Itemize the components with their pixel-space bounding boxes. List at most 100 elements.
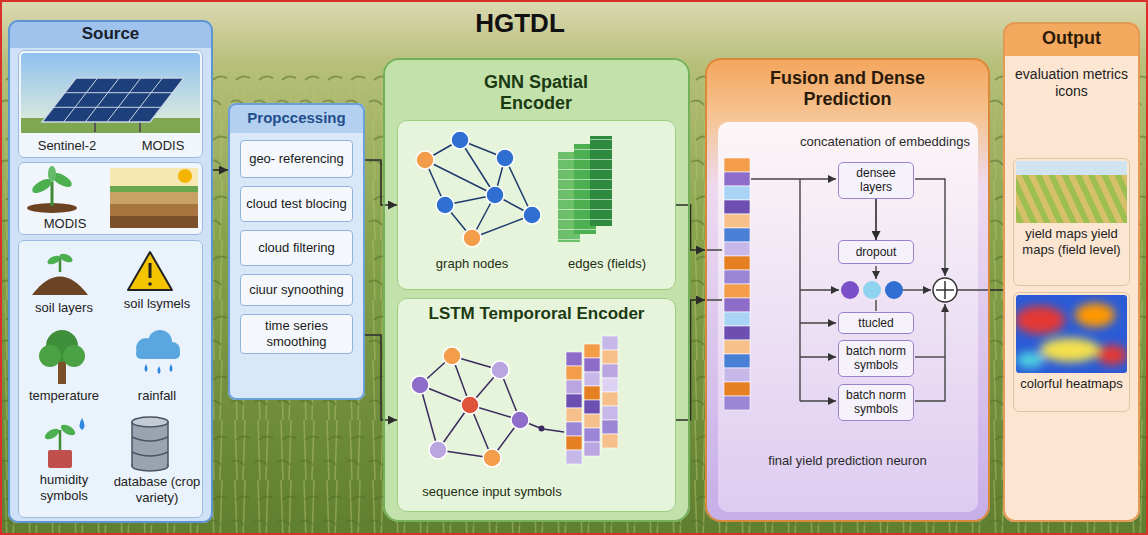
database-icon	[132, 417, 168, 427]
tree-icon	[63, 345, 85, 367]
sequence-graph-illustration	[539, 426, 545, 432]
sequence-graph-illustration	[443, 347, 461, 365]
graph-illustration	[486, 186, 504, 204]
satellite-solar-panel-icon	[42, 78, 184, 122]
sequence-graph-illustration	[411, 347, 564, 467]
node-label: time series smoothing	[246, 318, 347, 349]
embedding-vector	[724, 284, 750, 298]
sequence-bars	[584, 358, 600, 372]
heatmap-image	[1040, 338, 1100, 362]
panel-fills	[1003, 22, 1140, 56]
text-holder: graph nodes	[407, 256, 537, 272]
output-panel: Outputevaluation metrics iconsyield maps…	[1003, 22, 1140, 522]
panel-fills	[705, 58, 990, 522]
text-holder: evaluation metrics icons	[1011, 66, 1132, 100]
panel-fills	[383, 58, 690, 522]
embedding-vector	[724, 368, 750, 382]
neuron-symbols	[933, 278, 957, 302]
soil-pile-icon	[32, 252, 88, 295]
layer-box: dropout	[838, 240, 914, 264]
sequence-bars	[584, 428, 600, 442]
heatmap-image	[1097, 345, 1127, 365]
plant-icon	[51, 182, 54, 206]
sequence-graph-illustration	[483, 449, 501, 467]
text-holder: Output	[1003, 28, 1140, 49]
soil-layer-icon	[110, 192, 198, 204]
soil-layer-icon	[110, 168, 198, 186]
sequence-bars	[584, 344, 600, 358]
sequence-bars	[602, 364, 618, 378]
embedding-vector	[724, 158, 750, 172]
satellite-solar-panel-icon	[53, 78, 173, 122]
humidity-icon	[80, 418, 85, 430]
humidity-icon	[43, 427, 61, 442]
soil-pile-icon	[46, 254, 62, 266]
embedding-vector	[724, 326, 750, 340]
soil-layer-icon	[110, 186, 198, 192]
source-panel: SourceSentinel-2MODISMODISsoil layerssoi…	[8, 20, 213, 523]
text-holder: Propccessing	[228, 109, 365, 126]
edge-feature-bars	[590, 136, 612, 226]
graph-illustration	[523, 206, 541, 224]
node-label: MODIS	[20, 216, 110, 232]
fusion-wiring	[875, 300, 876, 311]
embedding-vector	[724, 172, 750, 186]
processing-panel: Propccessing geo- referencing cloud test b…	[228, 103, 365, 400]
tree-icon	[39, 345, 61, 367]
fusion-wiring	[875, 266, 876, 279]
layer-box: batch norm symbols	[838, 340, 914, 377]
process-step: ciuur synoothing	[240, 274, 353, 306]
database-icon	[132, 437, 168, 456]
soil-layer-icon	[110, 168, 198, 228]
text-holder: GNN Spatial Encoder	[451, 72, 621, 113]
embedding-vector	[724, 242, 750, 256]
sequence-bars	[566, 336, 618, 464]
title-holder: HGTDL	[420, 8, 620, 39]
node-label: colorful heatmaps	[1016, 376, 1127, 392]
satellite-solar-panel-icon	[21, 53, 200, 133]
embedding-vector	[724, 312, 750, 326]
connector	[875, 199, 877, 240]
node-label: cloud test blocing	[246, 196, 347, 212]
layer-box: ttucled	[838, 312, 914, 334]
panel-heading: Fusion and Dense Prediction	[727, 68, 968, 109]
warning-icon	[149, 263, 152, 278]
process-step: geo- referencing	[240, 140, 353, 178]
text-holder: Fusion and Dense Prediction	[727, 68, 968, 109]
panel-fills	[228, 103, 365, 133]
sequence-bars	[602, 420, 618, 434]
encoder-panel: GNN Spatial Encodergraph nodesedges (fie…	[383, 58, 690, 522]
panel-heading: LSTM Tempororal Encoder	[397, 304, 676, 324]
node-label: rainfall	[113, 388, 201, 404]
plant-icon	[27, 166, 77, 213]
embedding-vector	[724, 186, 750, 200]
sequence-bars	[602, 350, 618, 364]
satellite-solar-panel-icon	[21, 53, 200, 133]
panel-fills	[1003, 22, 1140, 522]
graph-illustration	[416, 151, 434, 169]
fusion-wiring	[800, 289, 839, 290]
graph-illustration	[451, 131, 469, 149]
text-holder: database (crop variety)	[113, 474, 201, 505]
heatmap-image	[1016, 295, 1127, 373]
text-holder: Source	[8, 24, 213, 44]
soil-pile-icon	[32, 277, 88, 296]
process-step: cloud filtering	[240, 230, 353, 266]
fusion-wiring	[915, 179, 945, 276]
panel-heading: GNN Spatial Encoder	[451, 72, 621, 113]
sequence-bars	[602, 406, 618, 420]
edge-feature-bars	[558, 136, 612, 242]
neuron-symbols	[863, 281, 881, 299]
rain-icon	[145, 364, 173, 374]
panel-fills	[397, 298, 676, 512]
satellite-solar-panel-icon	[94, 122, 96, 132]
sequence-bars	[602, 336, 618, 350]
connector	[365, 160, 397, 205]
image-box: Sentinel-2MODIS	[18, 50, 203, 158]
layer-box: batch norm symbols	[838, 384, 914, 421]
